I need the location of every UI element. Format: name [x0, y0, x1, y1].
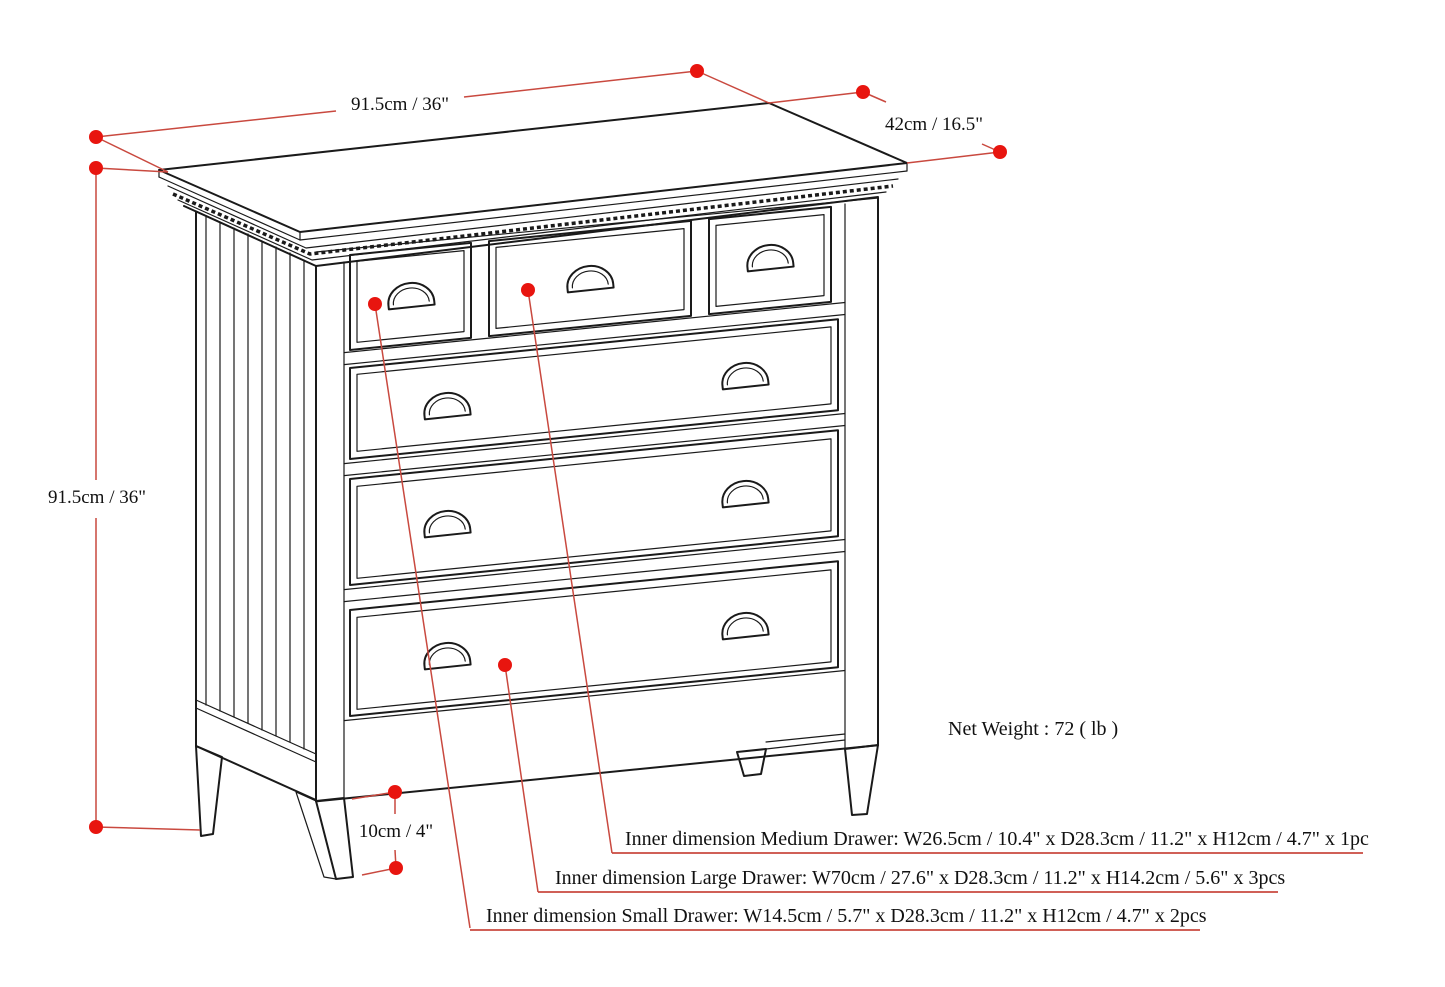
drawer-large-2: [349, 429, 839, 586]
annotation-leaders: [374, 289, 1363, 931]
handle-large2-right: [719, 477, 770, 509]
label-net-weight: Net Weight : 72 ( lb ): [948, 718, 1118, 740]
labels: 91.5cm / 36" 42cm / 16.5" 91.5cm / 36" 1…: [48, 94, 1369, 927]
label-top-width: 91.5cm / 36": [351, 94, 449, 115]
handle-small-left: [385, 279, 436, 311]
drawer-large-3: [349, 560, 839, 717]
legs: [195, 733, 879, 880]
label-inner-small: Inner dimension Small Drawer: W14.5cm / …: [486, 905, 1207, 927]
handle-medium: [564, 262, 615, 294]
front-rails: [343, 301, 846, 722]
drawer-small-right: [708, 205, 832, 316]
handle-small-right: [744, 241, 795, 273]
drawer-medium: [488, 219, 692, 338]
dresser-illustration: [158, 102, 908, 880]
dimension-top-depth: [768, 91, 1001, 164]
label-leg-height: 10cm / 4": [359, 821, 433, 842]
dresser-top: [158, 102, 908, 241]
label-inner-large: Inner dimension Large Drawer: W70cm / 27…: [555, 867, 1285, 889]
dimension-endpoint-dots: [89, 64, 1007, 875]
drawer-large-1: [349, 318, 839, 460]
dimension-lines: [89, 64, 1363, 931]
label-inner-medium: Inner dimension Medium Drawer: W26.5cm /…: [625, 828, 1369, 850]
handle-large2-left: [421, 507, 472, 539]
left-side-panel: [195, 210, 317, 801]
handle-large1-left: [421, 389, 472, 421]
label-height: 91.5cm / 36": [48, 487, 146, 508]
drawer-small-left: [349, 241, 472, 351]
front-posts: [315, 197, 879, 802]
dimension-top-width: [95, 70, 770, 173]
drawer-handles: [385, 241, 795, 671]
handle-large1-right: [719, 359, 770, 391]
handle-large3-right: [719, 609, 770, 641]
dimension-height: [95, 168, 201, 831]
label-top-depth: 42cm / 16.5": [885, 114, 983, 135]
